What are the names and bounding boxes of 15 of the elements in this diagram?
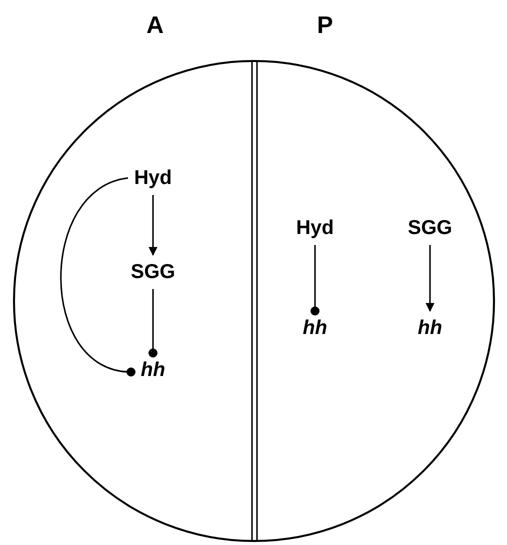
protein-label: SGG	[405, 215, 455, 241]
inhibition-line	[60, 177, 136, 376]
arrow	[148, 195, 158, 256]
gene-label: hh	[299, 315, 331, 341]
region-label: P	[317, 12, 333, 40]
inhibition-line	[148, 289, 158, 358]
inhibition-line	[310, 245, 320, 316]
protein-label: Hyd	[292, 215, 338, 241]
region-label: A	[146, 12, 164, 40]
gene-label: hh	[137, 357, 169, 383]
protein-label: SGG	[128, 259, 178, 285]
protein-label: Hyd	[130, 165, 176, 191]
cell-outline	[13, 60, 495, 542]
arrow	[426, 245, 434, 312]
gene-label: hh	[414, 315, 446, 341]
